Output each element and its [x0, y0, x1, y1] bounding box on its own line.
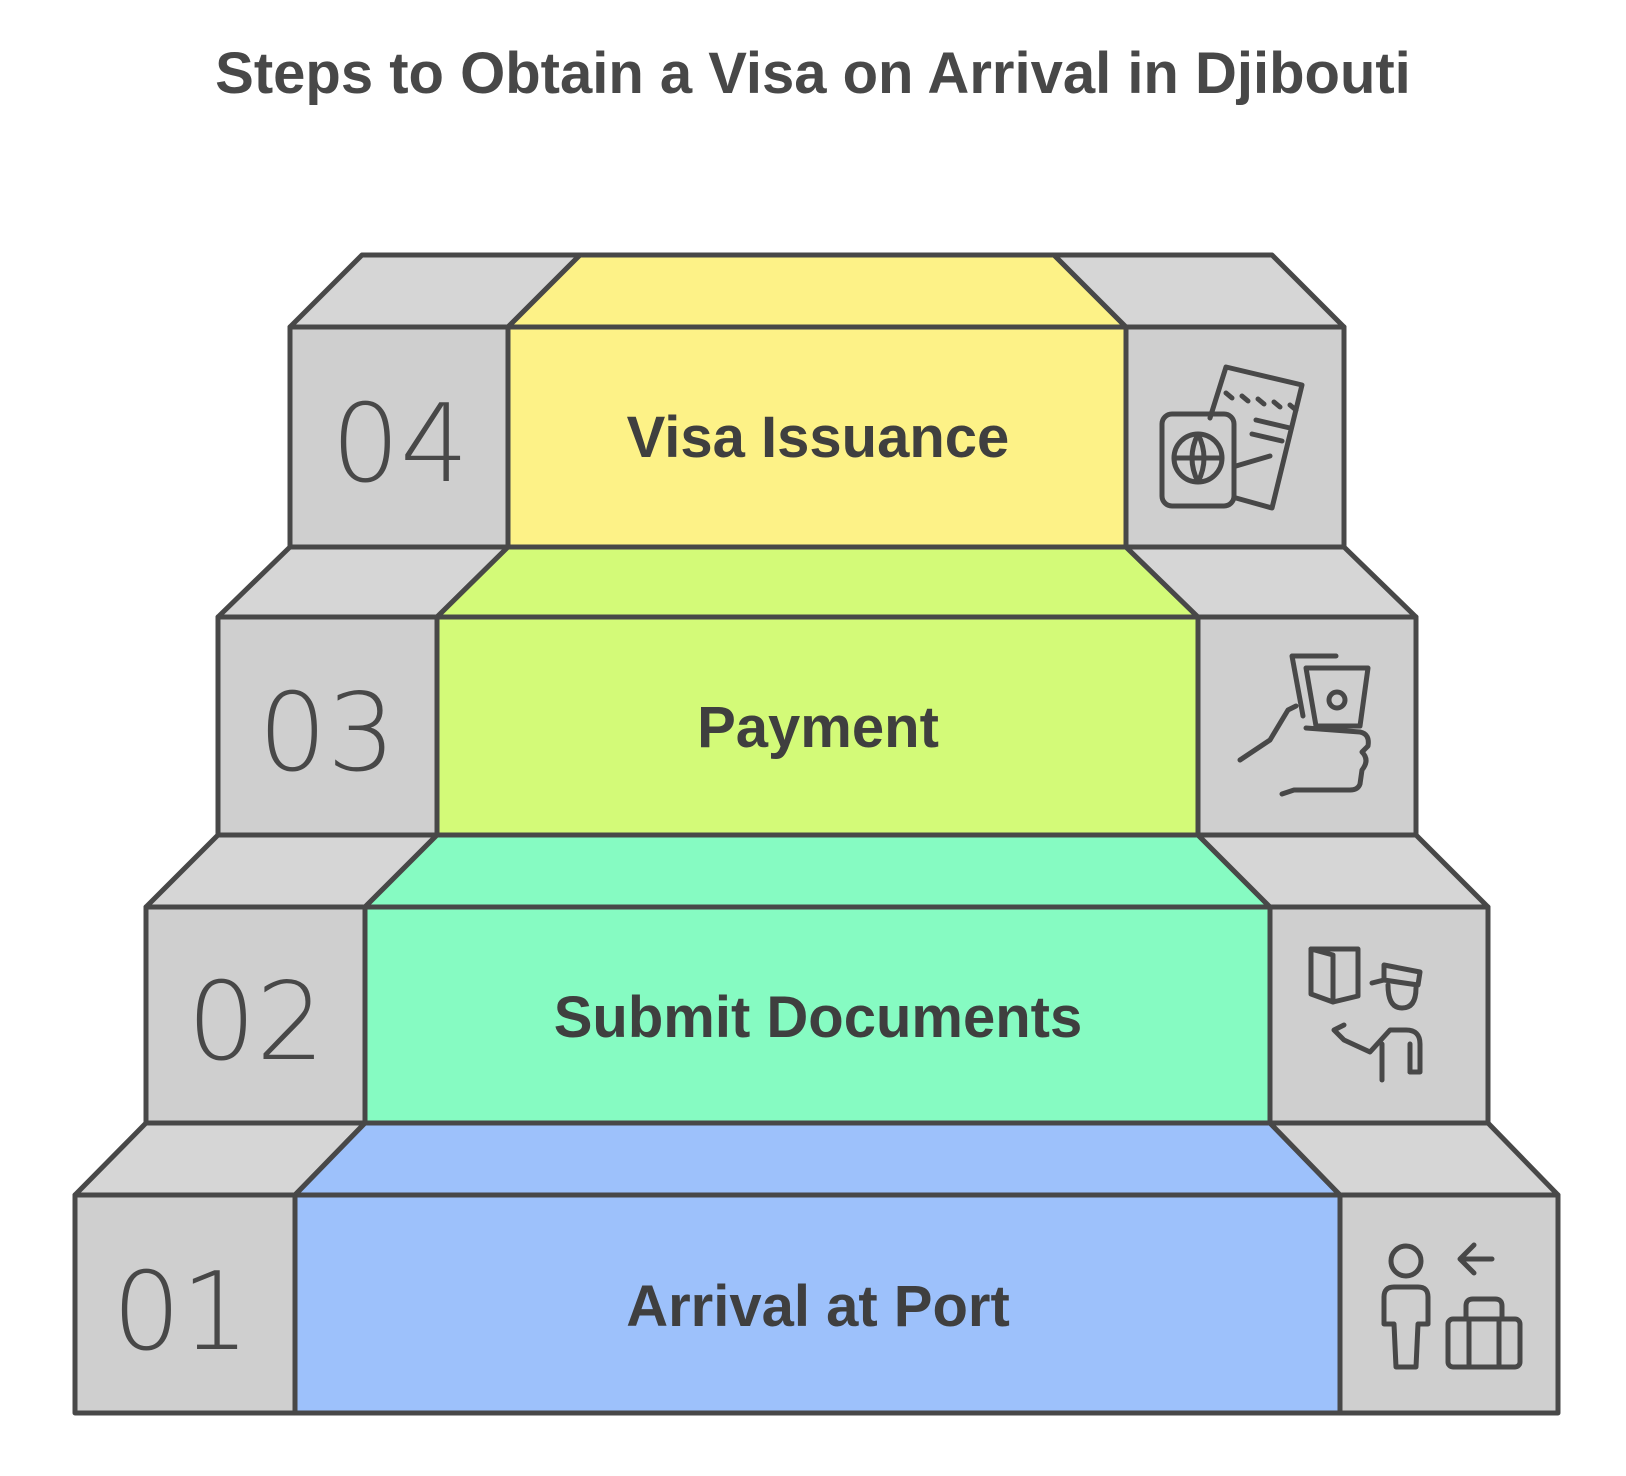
step-03-left-face	[215, 614, 440, 838]
step-01-left-face	[72, 1192, 298, 1416]
step-02-left-face	[143, 904, 368, 1126]
step-01-center-top	[292, 1120, 1343, 1198]
diagram-title: Steps to Obtain a Visa on Arrival in Dji…	[215, 41, 1411, 106]
step-03-number: 03	[258, 671, 395, 796]
officer-document-icon	[1308, 946, 1423, 1083]
step-01-number: 01	[112, 1250, 249, 1375]
step-03-center-top	[434, 544, 1201, 620]
passport-ticket-icon	[1159, 364, 1305, 511]
step-04-label: Visa Issuance	[627, 405, 1010, 470]
step-03-center-face	[434, 614, 1201, 838]
step-01-label: Arrival at Port	[626, 1274, 1010, 1339]
step-04-left-face	[287, 324, 511, 550]
step-03: 03 Payment	[215, 544, 1419, 838]
step-02-right-face	[1267, 904, 1491, 1126]
step-01-center-face	[292, 1192, 1343, 1416]
hand-card-icon	[1237, 653, 1371, 797]
step-01-right-face	[1337, 1192, 1561, 1416]
step-01: 01 Arrival at Port	[72, 1120, 1561, 1416]
step-03-label: Payment	[697, 695, 939, 760]
traveler-luggage-icon	[1381, 1242, 1523, 1370]
step-04: 04 Visa Issuance	[287, 252, 1347, 550]
step-04-center-face	[505, 324, 1129, 550]
step-02-label: Submit Documents	[554, 985, 1083, 1050]
step-02-center-top	[362, 832, 1273, 910]
step-04-number: 04	[331, 382, 468, 507]
step-02: 02 Submit Documents	[143, 832, 1491, 1126]
step-02-number: 02	[187, 960, 324, 1085]
step-04-center-top	[505, 252, 1129, 330]
